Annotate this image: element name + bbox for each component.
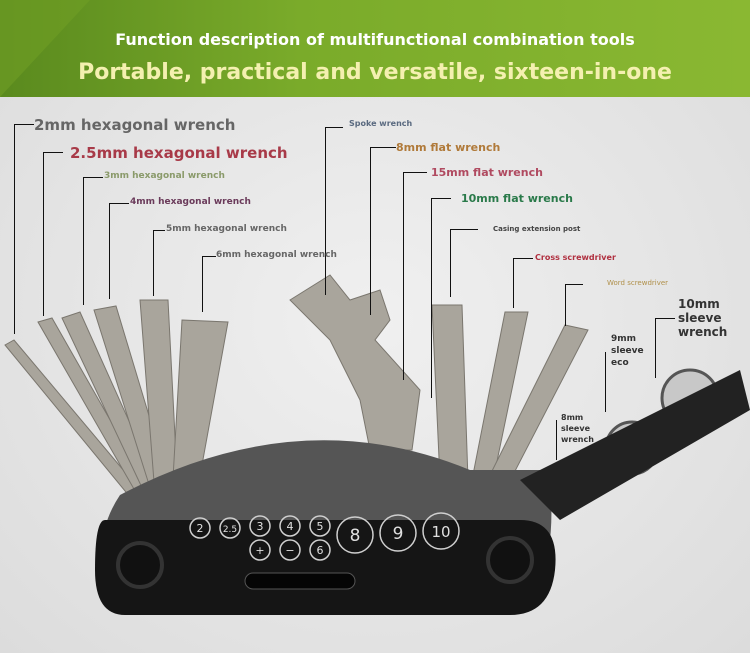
- label-2mm-hex: 2mm hexagonal wrench: [34, 116, 236, 134]
- label-6mm-hex: 6mm hexagonal wrench: [216, 250, 337, 260]
- mark-10: 10: [431, 523, 450, 541]
- leader-line: [202, 256, 216, 312]
- leader-line: [325, 127, 343, 295]
- leader-line: [565, 284, 583, 326]
- leader-line: [43, 152, 63, 316]
- tool-handle: [95, 520, 556, 615]
- label-8mm-sleeve: 8mm sleeve wrench: [561, 413, 594, 444]
- mark-3: 3: [257, 520, 264, 533]
- mark-plus: +: [255, 544, 264, 557]
- label-15mm-flat: 15mm flat wrench: [431, 166, 543, 179]
- mark-5: 5: [317, 520, 324, 533]
- label-cross-screwdriver: Cross screwdriver: [535, 253, 616, 262]
- leader-line: [655, 318, 675, 378]
- leader-line: [370, 147, 396, 315]
- handle-slot: [244, 572, 356, 590]
- label-9mm-sleeve: 9mm sleeve eco: [611, 334, 644, 368]
- leader-line: [431, 198, 451, 398]
- leader-line: [14, 124, 34, 334]
- leader-line: [109, 203, 129, 299]
- label-8mm-flat: 8mm flat wrench: [396, 141, 501, 154]
- leader-line: [556, 420, 557, 460]
- mark-2-5: 2.5: [223, 525, 237, 535]
- label-5mm-hex: 5mm hexagonal wrench: [166, 224, 287, 234]
- label-3mm-hex: 3mm hexagonal wrench: [104, 171, 225, 181]
- leader-line: [153, 230, 165, 296]
- header-title: Function description of multifunctional …: [115, 30, 635, 49]
- label-10mm-sleeve: 10mm sleeve wrench: [678, 297, 728, 339]
- mark-8: 8: [350, 526, 361, 546]
- label-4mm-hex: 4mm hexagonal wrench: [130, 197, 251, 207]
- leader-line: [403, 172, 427, 380]
- spoke-and-flat-wrench: [289, 274, 421, 451]
- header-banner: Function description of multifunctional …: [0, 0, 750, 97]
- leader-line: [450, 229, 478, 297]
- label-spoke-wrench: Spoke wrench: [349, 119, 413, 128]
- header-subtitle: Portable, practical and versatile, sixte…: [78, 60, 672, 85]
- mark-2: 2: [197, 522, 204, 535]
- label-2-5mm-hex: 2.5mm hexagonal wrench: [70, 144, 288, 162]
- mark-9: 9: [393, 524, 404, 544]
- rivet-left: [116, 541, 164, 589]
- mark-4: 4: [287, 520, 294, 533]
- rivet-right: [486, 536, 534, 584]
- leader-line: [513, 258, 533, 308]
- label-word-screwdriver: Word screwdriver: [607, 279, 669, 287]
- mark-6: 6: [317, 544, 324, 557]
- label-casing-extension-post: Casing extension post: [493, 225, 581, 233]
- leader-line: [83, 177, 103, 305]
- label-10mm-flat: 10mm flat wrench: [461, 192, 573, 205]
- sleeve-holder: [520, 370, 750, 520]
- mark-minus: −: [285, 544, 294, 557]
- leader-line: [605, 352, 606, 412]
